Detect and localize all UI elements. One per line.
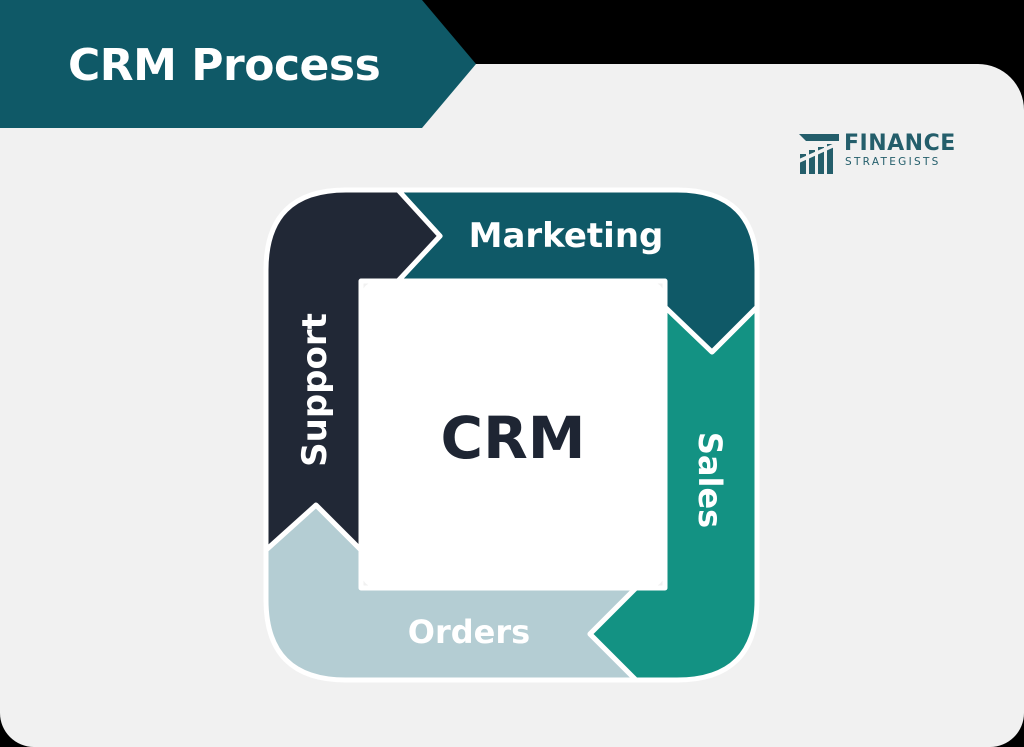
logo-subtitle: STRATEGISTS [845,156,941,168]
bar-chart-logo-icon [799,134,839,174]
crm-center-label: CRM [441,404,586,472]
marketing-label: Marketing [469,216,664,256]
crm-center-box [361,281,665,588]
marketing-segment [395,187,760,355]
sales-label: Sales [691,432,729,528]
title-banner [0,0,476,128]
sales-segment [587,304,760,683]
finance-strategists-logo: FINANCE STRATEGISTS [797,130,967,176]
page-title: CRM Process [68,40,381,91]
support-label: Support [295,313,335,467]
logo-wordmark: FINANCE [844,131,956,156]
orders-label: Orders [408,613,530,651]
